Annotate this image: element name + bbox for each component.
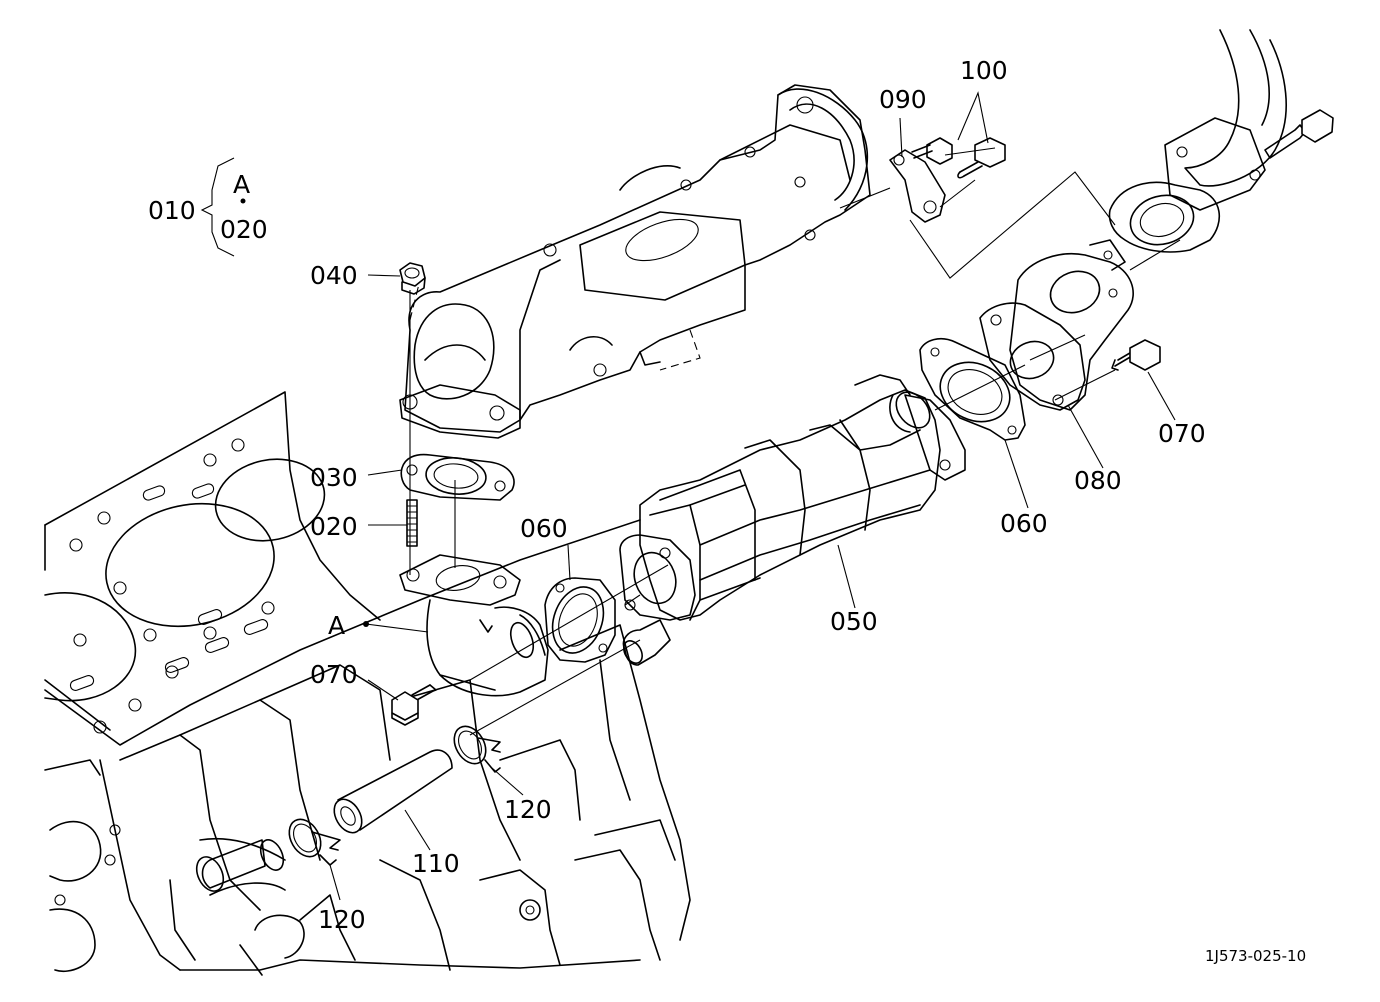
- elbow-pipe-a: [399, 554, 549, 697]
- label-part-090: 090: [879, 85, 927, 114]
- label-part-030: 030: [310, 463, 358, 492]
- legend-item-b-label: 020: [220, 215, 268, 244]
- clamp-120-lower: [288, 818, 341, 866]
- label-part-060-left: 060: [520, 514, 568, 543]
- label-part-040: 040: [310, 261, 358, 290]
- legend-brace: [200, 157, 246, 257]
- legend-item-a-label: A: [233, 170, 250, 199]
- engine-block: [44, 391, 691, 976]
- manifold: [399, 84, 871, 439]
- pipe-gasket: [1108, 181, 1221, 253]
- label-part-070-right: 070: [1158, 419, 1206, 448]
- assembly-axes: [409, 147, 1181, 736]
- legend-group-label: 010: [148, 196, 196, 225]
- label-part-110: 110: [412, 849, 460, 878]
- label-marker-a: A: [328, 611, 345, 640]
- label-part-020: 020: [310, 512, 358, 541]
- bracket-090: [889, 149, 946, 223]
- labels: 010 A 020 100 090 040 030 020 060 060 08…: [148, 56, 1306, 965]
- bolt-070-right: [1111, 339, 1161, 371]
- label-part-120-upper: 120: [504, 795, 552, 824]
- stud-020: [406, 499, 418, 547]
- label-part-050: 050: [830, 607, 878, 636]
- diagram-reference-code: 1J573-025-10: [1205, 947, 1306, 965]
- bolt-070-left: [391, 684, 437, 726]
- clamp-120-upper: [453, 725, 501, 773]
- egr-cooler-050: [619, 374, 966, 666]
- gasket-060-right: [919, 338, 1026, 441]
- exhaust-pipe: [1164, 29, 1334, 211]
- gasket-060-left: [544, 577, 616, 663]
- adapter-080: [979, 239, 1134, 411]
- bolts-100: [911, 137, 1006, 179]
- label-part-100: 100: [960, 56, 1008, 85]
- leader-lines: [329, 91, 1176, 901]
- hose-110: [333, 749, 453, 834]
- label-part-060-right: 060: [1000, 509, 1048, 538]
- label-part-080: 080: [1074, 466, 1122, 495]
- leader-link-090: [909, 171, 1116, 279]
- nut-040: [399, 262, 426, 295]
- gasket-030: [400, 453, 515, 501]
- label-part-120-lower: 120: [318, 905, 366, 934]
- label-part-070-left: 070: [310, 660, 358, 689]
